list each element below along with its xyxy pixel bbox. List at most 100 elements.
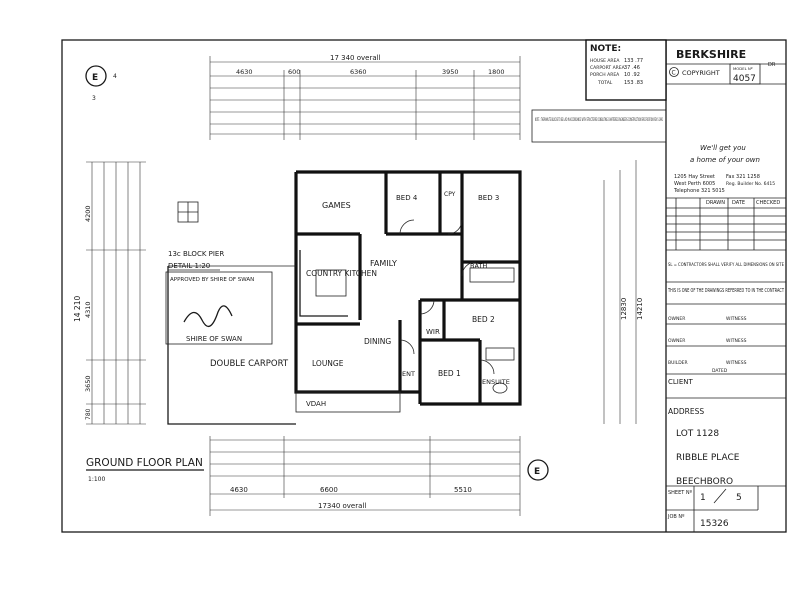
room-dining: DINING — [364, 337, 391, 346]
svg-text:PORCH AREA: PORCH AREA — [590, 72, 620, 78]
room-kitchen: COUNTRY KITCHEN — [306, 269, 377, 278]
svg-text:OWNER: OWNER — [668, 316, 685, 322]
sheet-total: 5 — [736, 493, 742, 503]
right-dimensions: 12830 14210 — [603, 160, 644, 424]
plan-title-block: GROUND FLOOR PLAN 1:100 — [86, 457, 204, 483]
suburb-name: BEECHBORO — [676, 477, 733, 487]
room-labels: GAMES BED 4 CPY BED 3 COUNTRY KITCHEN FA… — [210, 191, 510, 408]
svg-text:WITNESS: WITNESS — [726, 316, 747, 322]
room-ent: ENT — [402, 370, 415, 378]
svg-text:600: 600 — [288, 68, 300, 76]
room-lounge: LOUNGE — [312, 359, 344, 368]
svg-text:Fax 321 1258: Fax 321 1258 — [726, 174, 760, 180]
svg-text:10 .92: 10 .92 — [624, 72, 640, 78]
svg-text:14210: 14210 — [636, 298, 644, 320]
bottom-dimensions: 4630 6600 5510 17340 overall — [209, 436, 521, 516]
svg-text:APPROVED BY SHIRE OF SWAN: APPROVED BY SHIRE OF SWAN — [170, 277, 254, 283]
svg-text:CARPORT AREA: CARPORT AREA — [590, 65, 626, 71]
thermalite-note: NOTE : THERMALITE BLOCKS TO BE LAID IN A… — [531, 109, 667, 143]
svg-text:JOB Nº: JOB Nº — [667, 514, 685, 520]
svg-text:CHECKED: CHECKED — [756, 200, 780, 206]
svg-text:6360: 6360 — [350, 68, 367, 76]
svg-text:6600: 6600 — [320, 486, 338, 494]
svg-text:14 210: 14 210 — [73, 296, 82, 322]
room-carport: DOUBLE CARPORT — [210, 359, 289, 369]
svg-text:4630: 4630 — [236, 68, 253, 76]
svg-text:37 .46: 37 .46 — [624, 65, 640, 71]
svg-text:C: C — [672, 70, 676, 77]
contractor-note: SL = CONTRACTORS SHALL VERIFY ALL DIMENS… — [668, 262, 784, 267]
address-label: ADDRESS — [668, 407, 704, 416]
svg-text:NOTE : THERMALITE BLOCKS TO BE: NOTE : THERMALITE BLOCKS TO BE LAID IN A… — [535, 117, 663, 123]
svg-text:133 .77: 133 .77 — [624, 58, 643, 64]
svg-text:OWNER: OWNER — [668, 338, 685, 344]
svg-text:780: 780 — [85, 408, 92, 420]
top-dimensions: 17 340 overall 4630 600 6360 3950 1800 — [209, 54, 521, 140]
svg-text:NOTE:: NOTE: — [590, 44, 621, 54]
svg-text:DATED: DATED — [712, 368, 728, 374]
left-dimensions: 4200 4310 14 210 3650 780 — [73, 161, 146, 425]
address-line: 1205 Hay Street — [674, 174, 715, 180]
svg-text:Reg. Builder No. 6415: Reg. Builder No. 6415 — [726, 181, 775, 187]
lot-number: LOT 1128 — [676, 429, 719, 439]
svg-text:17340 overall: 17340 overall — [318, 502, 366, 510]
svg-text:HOUSE AREA: HOUSE AREA — [590, 58, 620, 64]
detail-label: DETAIL 1:20 — [168, 262, 210, 270]
company-name: BERKSHIRE — [676, 48, 746, 61]
room-games: GAMES — [322, 201, 351, 210]
svg-text:3650: 3650 — [84, 375, 92, 392]
title-block: BERKSHIRE DR C COPYRIGHT MODEL Nº 4057 W… — [666, 48, 786, 532]
svg-text:MODEL Nº: MODEL Nº — [733, 66, 753, 71]
svg-text:WITNESS: WITNESS — [726, 338, 747, 344]
svg-text:TOTAL: TOTAL — [597, 80, 613, 86]
svg-text:153 .83: 153 .83 — [624, 80, 643, 86]
svg-text:DRAWN: DRAWN — [706, 200, 725, 206]
svg-text:5510: 5510 — [454, 486, 472, 494]
svg-text:DATE: DATE — [732, 200, 745, 206]
room-verandah: VDAH — [306, 400, 326, 408]
model-number: 4057 — [733, 74, 756, 84]
room-wir: WIR — [426, 328, 440, 336]
svg-text:3950: 3950 — [442, 68, 459, 76]
street-name: RIBBLE PLACE — [676, 453, 740, 463]
floor-plan — [167, 170, 522, 425]
room-bath: BATH — [470, 262, 487, 270]
dr-label: DR — [768, 62, 776, 68]
revision-grid: DRAWN DATE CHECKED — [666, 198, 786, 251]
svg-text:4200: 4200 — [84, 205, 92, 222]
svg-text:WITNESS: WITNESS — [726, 360, 747, 366]
room-bed3: BED 3 — [478, 194, 499, 202]
room-bed4: BED 4 — [396, 194, 418, 202]
room-family: FAMILY — [370, 259, 397, 268]
contract-note: THIS IS ONE OF THE DRAWINGS REFERRED TO … — [667, 288, 784, 294]
svg-text:Telephone 321 5015: Telephone 321 5015 — [673, 188, 725, 194]
room-ensuite: ENSUITE — [482, 378, 510, 386]
svg-text:West Perth 6005: West Perth 6005 — [674, 181, 715, 187]
svg-text:SHIRE OF SWAN: SHIRE OF SWAN — [186, 335, 242, 343]
approval-stamp: 13c BLOCK PIER DETAIL 1:20 APPROVED BY S… — [165, 250, 273, 345]
room-cpy: CPY — [444, 191, 456, 198]
svg-text:1800: 1800 — [488, 68, 505, 76]
plan-title: GROUND FLOOR PLAN — [86, 457, 203, 469]
svg-text:4: 4 — [113, 73, 117, 80]
svg-text:E: E — [92, 73, 98, 83]
job-number: 15326 — [700, 519, 729, 529]
north-arrow-bottom: E — [527, 459, 549, 481]
svg-text:17 340 overall: 17 340 overall — [330, 54, 381, 62]
north-arrow-top: E 4 3 — [85, 65, 117, 102]
area-note-box: NOTE: HOUSE AREA 133 .77 CARPORT AREA 37… — [585, 39, 667, 101]
room-bed1: BED 1 — [438, 369, 461, 378]
svg-text:BUILDER: BUILDER — [668, 360, 688, 366]
svg-text:4630: 4630 — [230, 486, 248, 494]
copyright-icon — [669, 67, 679, 77]
svg-text:12830: 12830 — [620, 298, 628, 320]
svg-text:a home of your own: a home of your own — [690, 156, 760, 164]
copyright-label: COPYRIGHT — [682, 69, 720, 77]
sheet-border — [61, 39, 787, 533]
svg-text:3: 3 — [92, 95, 96, 102]
svg-text:E: E — [534, 467, 540, 477]
svg-text:SHEET Nº: SHEET Nº — [668, 490, 693, 496]
client-label: CLIENT — [668, 378, 694, 386]
room-bed2: BED 2 — [472, 315, 495, 324]
